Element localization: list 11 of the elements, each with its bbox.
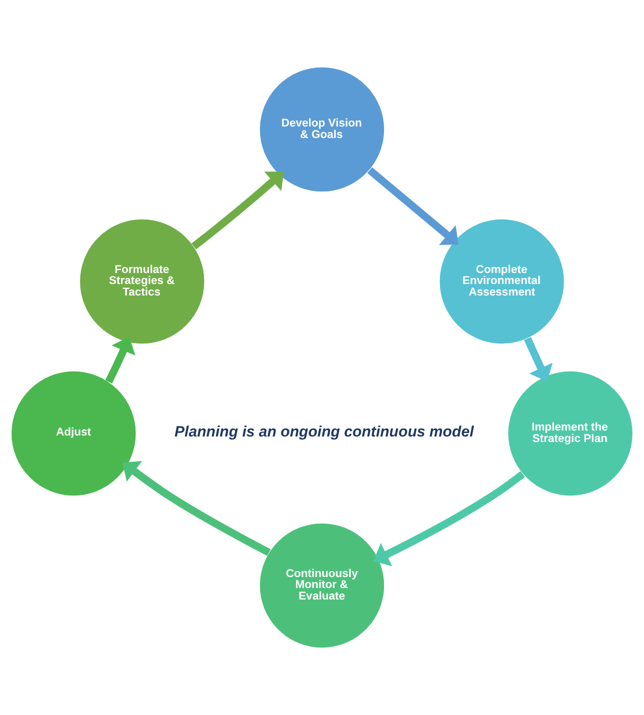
label: Planning is an ongoing continuous model bbox=[174, 424, 474, 441]
arrow bbox=[524, 336, 553, 382]
node-circle: Implement the Strategic Plan bbox=[508, 370, 634, 496]
arrow bbox=[192, 172, 284, 250]
node-circle: Formulate Strategies & Tactics bbox=[79, 218, 205, 344]
node-circle: Adjust bbox=[10, 370, 136, 496]
arrow bbox=[373, 471, 526, 566]
arrow bbox=[122, 461, 271, 556]
arrow bbox=[367, 167, 459, 245]
arrow bbox=[105, 336, 136, 384]
node-circle: Continuously Monitor & Evaluate bbox=[259, 522, 385, 648]
